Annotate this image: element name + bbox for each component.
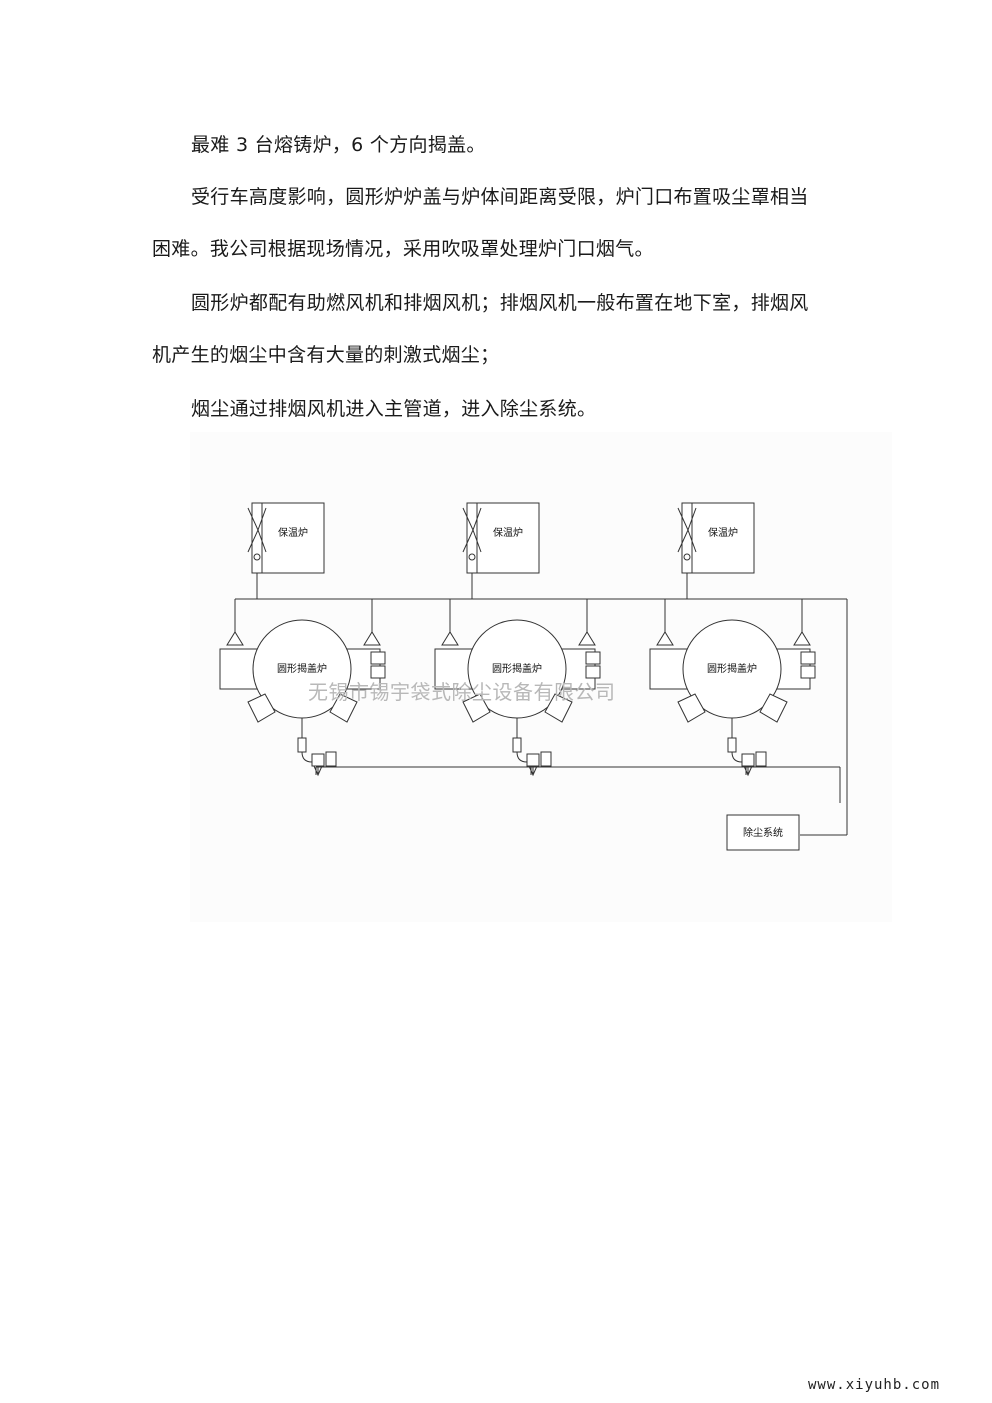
paragraph-3-line-2: 机产生的烟尘中含有大量的刺激式烟尘； [152,344,500,366]
watermark: 无锡市锡宇袋式除尘设备有限公司 [308,680,616,704]
paragraph-3-line-1: 圆形炉都配有助燃风机和排烟风机；排烟风机一般布置在地下室，排烟风 [191,292,809,314]
holding-furnace-2: 保温炉 [462,502,540,574]
holding-furnace-1: 保温炉 [247,502,325,574]
round-furnace-label: 圆形揭盖炉 [492,662,542,675]
exhaust-fan-2 [512,718,552,777]
paragraph-4-line-1: 烟尘通过排烟风机进入主管道，进入除尘系统。 [191,398,597,420]
site-url: www.xiyuhb.com [808,1377,941,1393]
round-furnace-2: 圆形揭盖炉 [434,599,601,723]
holding-furnace-3: 保温炉 [677,502,755,574]
exhaust-fan-3 [727,718,767,777]
holding-furnace-label: 保温炉 [278,526,308,539]
dust-system-label: 除尘系统 [743,826,783,839]
paragraph-2-line-1: 受行车高度影响，圆形炉炉盖与炉体间距离受限，炉门口布置吸尘罩相当 [191,186,809,208]
round-furnace-label: 圆形揭盖炉 [707,662,757,675]
paragraph-2-line-2: 困难。我公司根据现场情况，采用吹吸罩处理炉门口烟气。 [152,238,654,260]
round-furnace-1: 圆形揭盖炉 [219,599,386,723]
dust-system-box: 除尘系统 [726,814,800,851]
round-furnace-label: 圆形揭盖炉 [277,662,327,675]
round-furnace-3: 圆形揭盖炉 [649,599,816,723]
exhaust-fan-1 [297,718,337,777]
holding-furnace-label: 保温炉 [708,526,738,539]
paragraph-1-line-1: 最难 3 台熔铸炉，6 个方向揭盖。 [191,134,486,156]
holding-furnace-label: 保温炉 [493,526,523,539]
